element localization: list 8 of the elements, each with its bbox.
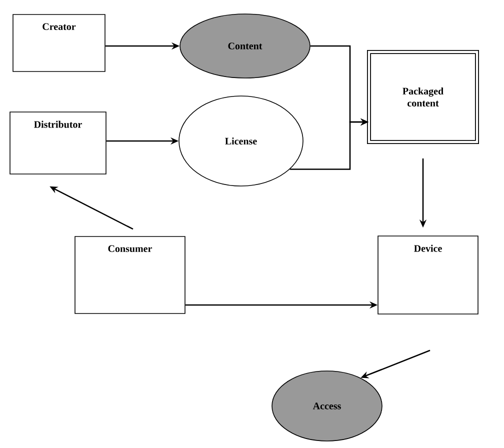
double-border-box: Packaged content xyxy=(367,50,479,144)
process-box: Consumer xyxy=(74,236,186,314)
ellipse-node: Content xyxy=(180,14,310,78)
ellipse-node: Access xyxy=(272,370,382,442)
process-box: Creator xyxy=(12,14,106,72)
process-box: Device xyxy=(378,236,478,314)
process-box: Distributor xyxy=(10,112,106,174)
ellipse-node: License xyxy=(178,96,304,186)
